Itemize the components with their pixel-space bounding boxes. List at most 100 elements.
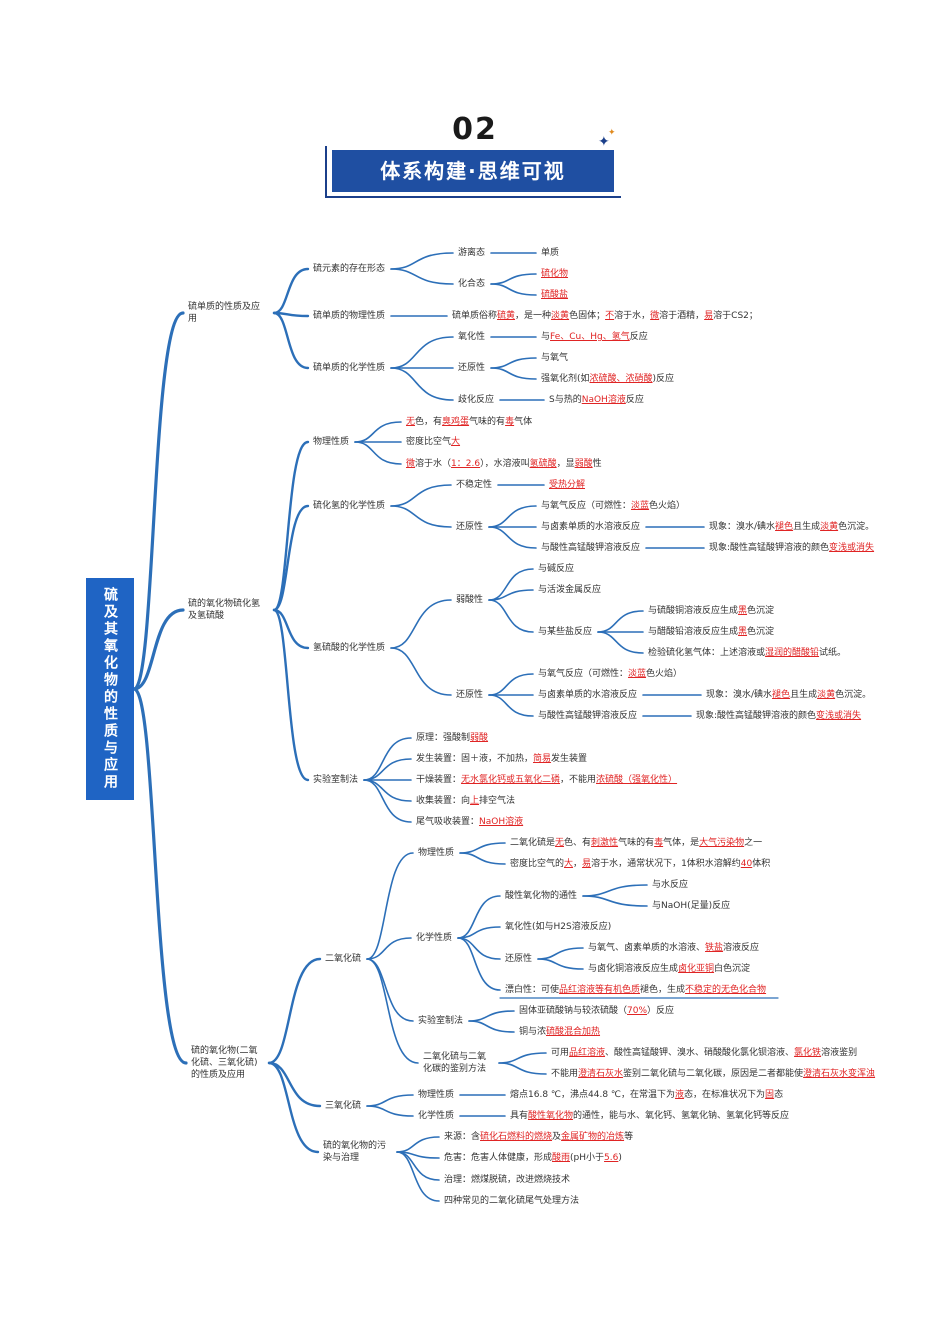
highlight-text: 品红溶液 [569,1048,606,1058]
highlight-text: 刺激性 [591,838,619,848]
node-text: (pH小于 [570,1153,605,1163]
node-text: 等 [624,1132,634,1142]
node-b2b2c: 与酸性高锰酸钾溶液反应 [541,542,640,554]
node-text: 态，在标准状况下为 [684,1090,766,1100]
node-text: 不稳定性 [456,480,493,490]
node-text: 体积 [752,859,771,869]
node-text: 二氧化硫与二氧化碳的鉴别方法 [423,1052,487,1074]
node-b3a2a2: 与NaOH(足量)反应 [652,900,730,912]
node-text: 的通性，能与水、氧化钙、氢氧化钠、氢氧化钙等反应 [573,1111,790,1121]
node-text: 反应 [629,332,648,342]
connector-b3a2a1 [582,884,648,897]
node-b1b: 硫单质的物理性质 [313,310,385,322]
connector-b2d2 [363,758,412,781]
sparkle-small-icon: ✦ [608,128,616,138]
node-text: 褪色，生成 [640,985,686,995]
node-text: 气味的有 [618,838,655,848]
node-text: 物理性质 [418,848,455,858]
node-text: ，显 [556,459,575,469]
node-b1c1a: 与Fe、Cu、Hg、氢气反应 [541,331,648,343]
highlight-text: 易 [582,859,592,869]
node-text: 及 [552,1132,562,1142]
node-text: 色火焰） [646,669,683,679]
node-text: 三氧化硫 [325,1101,362,1111]
node-text: 化学性质 [418,1111,455,1121]
highlight-text: 氢硫酸 [529,459,557,469]
node-text: 还原性 [458,363,486,373]
node-b2b2b: 与卤素单质的水溶液反应 [541,521,640,533]
connector-b3b2 [366,1105,414,1117]
node-b2c1a: 与碱反应 [538,563,574,575]
highlight-text: 变浅或消失 [816,711,862,721]
node-b2b2a: 与氧气反应（可燃性：淡蓝色火焰） [541,500,685,512]
connector-b2d [272,608,310,782]
node-text: 排空气法 [479,796,516,806]
node-text: 化合态 [458,279,486,289]
node-text: ， [573,859,583,869]
node-b2b2: 还原性 [456,521,483,533]
node-b2b2b1: 现象：溴水/碘水褪色且生成淡黄色沉淀。 [709,521,874,533]
node-text: 现象：溴水/碘水 [709,522,776,532]
connector-b2 [132,608,185,691]
node-b1c2a: 与氧气 [541,352,568,364]
node-text: 鉴别二氧化硫与二氧化碳，原因是二者都能使 [623,1069,804,1079]
node-text: 色沉淀 [747,606,775,616]
connector-b2c1a [488,568,534,601]
node-b2c1b: 与活泼金属反应 [538,584,601,596]
connector-b1c [272,311,310,370]
node-text: 与活泼金属反应 [538,585,602,595]
connector-b3a2a2 [582,895,648,907]
connector-b2b2a [488,505,537,528]
node-b3a2a: 酸性氧化物的通性 [505,890,577,902]
connector-b2d4 [363,779,412,802]
highlight-text: 褪色 [775,522,794,532]
node-b3c: 硫的氧化物的污染与治理 [323,1140,391,1164]
connector-b2d5 [363,779,412,823]
highlight-text: 硫酸盐 [541,290,569,300]
node-text: 固体亚硫酸钠与较浓硫酸（ [519,1006,628,1016]
highlight-text: 淡黄 [817,690,836,700]
sparkle-icon: ✦ [598,134,610,150]
node-text: 四种常见的二氧化硫尾气处理方法 [444,1196,580,1206]
node-b1c: 硫单质的化学性质 [313,362,385,374]
node-text: ) [618,1153,622,1163]
node-text: 原理：强酸制 [416,733,471,743]
connector-b1c3 [390,367,454,401]
node-text: S与热的 [549,395,582,405]
highlight-text: 澄清石灰水 [578,1069,624,1079]
node-text: 与酸性高锰酸钾溶液反应 [538,711,638,721]
node-b1c2: 还原性 [458,362,485,374]
highlight-text: 5.6 [604,1153,619,1163]
node-text: 与卤素单质的水溶液反应 [538,690,638,700]
node-b2b: 硫化氢的化学性质 [313,500,385,512]
node-b3a4b: 不能用澄清石灰水鉴别二氧化硫与二氧化碳，原因是二者都能使澄清石灰水变浑浊 [551,1068,875,1080]
connector-b3a4b [498,1062,547,1075]
node-text: 色沉淀。 [838,522,875,532]
highlight-text: 硫黄 [497,311,516,321]
node-text: 且生成 [793,522,821,532]
node-b3c3: 治理：燃煤脱硫，改进燃烧技术 [444,1174,570,1186]
node-b3a4a: 可用品红溶液、酸性高锰酸钾、溴水、硝酸酸化氯化钡溶液、氯化铁溶液鉴别 [551,1047,857,1059]
highlight-text: 浓硫酸（强氧化性） [596,775,678,785]
connector-b2c2c [488,694,534,717]
node-text: 收集装置：向 [416,796,471,806]
node-b2d5: 尾气吸收装置：NaOH溶液 [416,816,523,828]
node-b1a2b: 硫酸盐 [541,289,568,301]
node-text: 试纸。 [819,648,847,658]
node-text: 密度比空气的 [510,859,565,869]
node-text: 与卤素单质的水溶液反应 [541,522,641,532]
node-text: 铜与浓 [519,1027,547,1037]
node-b2d4: 收集装置：向上排空气法 [416,795,515,807]
node-text: 色，有 [415,417,443,427]
root-topic: 硫及其氧化物的性质与应用 [86,578,134,800]
node-b1a2a: 硫化物 [541,268,568,280]
node-text: 危害：危害人体健康，形成 [444,1153,553,1163]
node-text: 现象:酸性高锰酸钾溶液的颜色 [696,711,817,721]
highlight-text: 黑 [738,606,748,616]
node-text: 来源：含 [444,1132,481,1142]
node-b1c3a: S与热的NaOH溶液反应 [549,394,644,406]
node-b3b1: 物理性质 [418,1089,454,1101]
node-text: 与醋酸铅溶液反应生成 [648,627,739,637]
node-text: 实验室制法 [313,775,359,785]
node-b2a3: 微溶于水（1：2.6），水溶液叫氢硫酸，显弱酸性 [406,458,602,470]
